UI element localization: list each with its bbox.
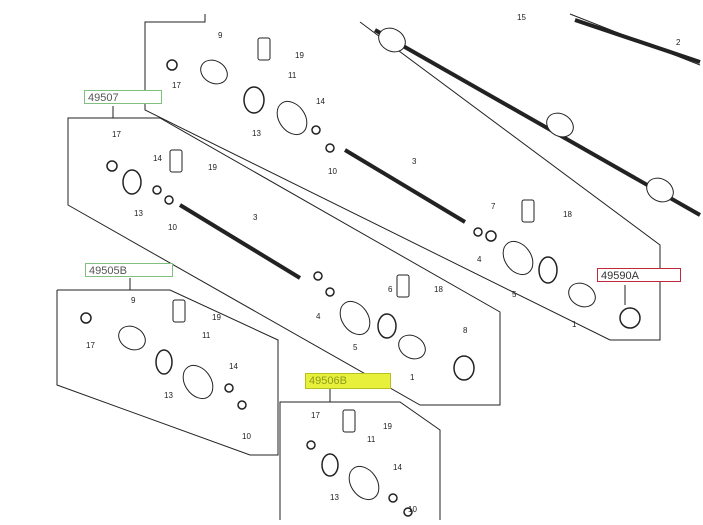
part-number-p49507[interactable]: 13 [134,209,143,218]
ring [321,453,339,477]
part-number-p49507[interactable]: 18 [434,285,443,294]
part-number-top[interactable]: 17 [172,81,181,90]
grease-tube [257,37,271,61]
part-number-top[interactable]: 9 [218,31,223,40]
part-number-p49507[interactable]: 1 [410,373,415,382]
panel-top [144,14,661,341]
ring [619,307,641,329]
ring [166,59,178,71]
group-code-49507[interactable]: 49507 [84,90,162,104]
part-number-p49506B[interactable]: 10 [408,505,417,514]
axle-shaft [574,18,701,64]
ring [453,355,475,381]
group-code-49590A[interactable]: 49590A [597,268,681,282]
part-number-p49505B[interactable]: 13 [164,391,173,400]
axle-shaft [374,28,701,217]
part-number-p49507[interactable]: 14 [153,154,162,163]
part-number-top[interactable]: 13 [252,129,261,138]
part-number-p49505B[interactable]: 19 [212,313,221,322]
cv-joint [646,177,674,203]
part-number-top[interactable]: 15 [517,13,526,22]
grease-tube [396,274,410,298]
panel-49505B [56,289,279,456]
part-number-p49507[interactable]: 8 [463,326,468,335]
ring [325,287,335,297]
boot [339,300,371,336]
part-number-p49506B[interactable]: 13 [330,493,339,502]
ring [155,349,173,375]
panel-49506B [279,401,441,520]
ring [224,383,234,393]
cv-joint [546,112,574,138]
cv-joint [398,334,426,360]
ring [306,440,316,450]
part-number-p49506B[interactable]: 11 [367,435,376,444]
axle-shaft [178,203,302,280]
grease-tube [342,409,356,433]
part-number-top[interactable]: 4 [477,255,482,264]
ring [122,169,142,195]
ring [473,227,483,237]
part-number-top[interactable]: 10 [328,167,337,176]
group-code-49505B[interactable]: 49505B [85,263,173,277]
ring [237,400,247,410]
part-number-p49507[interactable]: 4 [316,312,321,321]
ring [106,160,118,172]
cv-joint [118,325,146,351]
part-number-p49505B[interactable]: 14 [229,362,238,371]
part-number-p49505B[interactable]: 10 [242,432,251,441]
boot [348,465,380,501]
part-number-top[interactable]: 5 [512,290,517,299]
part-number-p49507[interactable]: 5 [353,343,358,352]
ring [403,507,413,517]
ring [313,271,323,281]
grease-tube [172,299,186,323]
boot [182,364,214,400]
part-number-p49507[interactable]: 10 [168,223,177,232]
ring [243,86,265,114]
part-number-p49506B[interactable]: 14 [393,463,402,472]
group-code-49506B[interactable]: 49506B [305,373,391,389]
ring [377,313,397,339]
boot [276,100,308,136]
cv-joint [200,59,228,85]
ring [388,493,398,503]
cv-joint [568,282,596,308]
ring [152,185,162,195]
part-number-top[interactable]: 2 [676,38,681,47]
panel-outlines [56,13,701,520]
boot [502,240,534,276]
part-number-p49506B[interactable]: 19 [383,422,392,431]
ring [325,143,335,153]
part-number-p49505B[interactable]: 17 [86,341,95,350]
part-number-top[interactable]: 1 [572,320,577,329]
cv-joint [378,27,406,53]
part-drawings [80,18,701,517]
ring [538,256,558,284]
part-number-top[interactable]: 18 [563,210,572,219]
part-number-top[interactable]: 7 [491,202,496,211]
part-number-p49507[interactable]: 17 [112,130,121,139]
part-number-p49507[interactable]: 19 [208,163,217,172]
ring [164,195,174,205]
part-number-top[interactable]: 19 [295,51,304,60]
ring [485,230,497,242]
ring [311,125,321,135]
panel-49507 [67,117,501,406]
ring [80,312,92,324]
grease-tube [521,199,535,223]
axle-shaft [343,148,467,224]
part-number-top[interactable]: 3 [412,157,417,166]
part-number-p49505B[interactable]: 9 [131,296,136,305]
part-number-p49507[interactable]: 3 [253,213,258,222]
part-number-p49507[interactable]: 6 [388,285,393,294]
part-number-top[interactable]: 14 [316,97,325,106]
part-number-p49505B[interactable]: 11 [202,331,211,340]
part-number-top[interactable]: 11 [288,71,297,80]
grease-tube [169,149,183,173]
part-number-p49506B[interactable]: 17 [311,411,320,420]
